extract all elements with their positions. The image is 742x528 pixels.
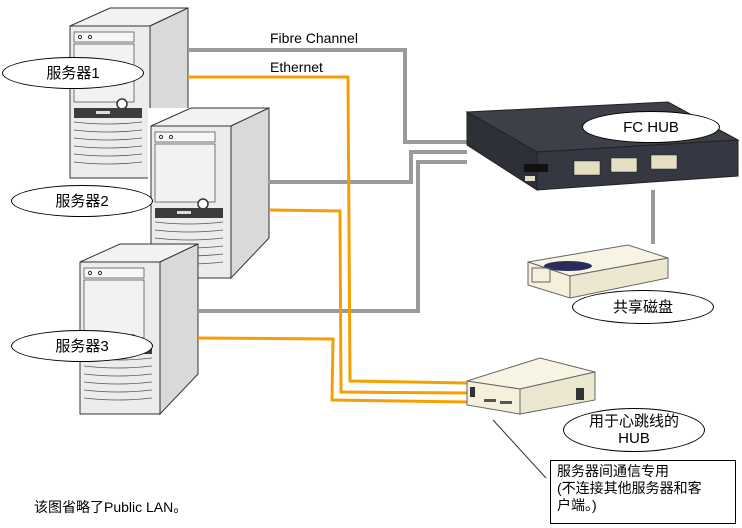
heartbeat-hub-graphic (466, 357, 596, 415)
note-line-2: (不连接其他服务器和客 (557, 480, 702, 496)
ethernet-label: Ethernet (270, 59, 323, 75)
fc-cable-server-3 (198, 160, 467, 313)
heartbeat-hub-label-line1: 用于心跳线的 (588, 413, 679, 430)
fc-cable-server-1 (188, 48, 467, 144)
shared-disk-label-text: 共享磁盘 (612, 298, 673, 316)
eth-cable-server-2 (269, 208, 468, 395)
footnote: 该图省略了Public LAN。 (34, 499, 188, 515)
server-1-label-text: 服务器1 (46, 64, 100, 82)
server-3-graphic (79, 243, 199, 415)
fc-cable-server-2 (268, 150, 467, 184)
server-2-label-text: 服务器2 (55, 192, 109, 210)
shared-disk-label: 共享磁盘 (572, 290, 714, 324)
fibre-channel-cables (188, 48, 655, 313)
server-2-label: 服务器2 (11, 185, 153, 217)
ethernet-cables (188, 75, 468, 404)
server-3-label-text: 服务器3 (55, 337, 109, 355)
note-callout-line (492, 419, 547, 479)
heartbeat-hub-label: 用于心跳线的 HUB (563, 408, 705, 452)
server-3-label: 服务器3 (11, 330, 153, 362)
heartbeat-note-box: 服务器间通信专用 (不连接其他服务器和客 户端。) (550, 460, 736, 524)
eth-cable-server-1 (188, 75, 468, 385)
note-line-3: 户端。) (557, 497, 597, 513)
fibre-channel-label: Fibre Channel (270, 30, 358, 46)
server-1-label: 服务器1 (2, 57, 144, 89)
fc-hub-label: FC HUB (582, 111, 720, 143)
eth-cable-server-3 (197, 336, 468, 404)
fc-hub-label-text: FC HUB (623, 118, 679, 136)
shared-disk-graphic (527, 244, 669, 299)
note-line-1: 服务器间通信专用 (557, 463, 669, 479)
heartbeat-hub-label-line2: HUB (618, 430, 650, 447)
